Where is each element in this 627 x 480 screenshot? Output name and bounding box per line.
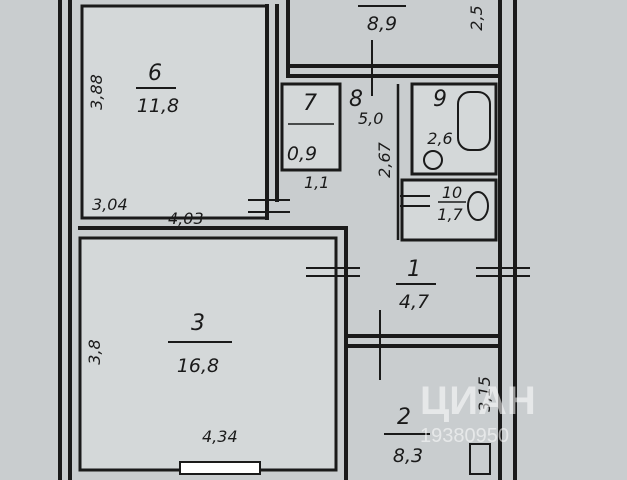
room-2-number: 2 (397, 405, 411, 430)
watermark-brand: ЦИАН (420, 379, 536, 423)
room-2 (344, 334, 498, 475)
window-icon (179, 461, 261, 475)
dimension-labels: 3,88 3,04 4,03 3,8 4,34 3,15 5,0 2,67 1,… (85, 5, 494, 446)
dim-403: 4,03 (168, 209, 204, 228)
room-8-number: 8 (349, 87, 363, 112)
room-1-number: 1 (407, 257, 421, 282)
dim-315: 3,15 (475, 376, 494, 412)
room-10-wc (400, 178, 498, 242)
room-1-area: 4,7 (399, 291, 429, 313)
dim-388: 3,88 (87, 74, 106, 110)
dim-38: 3,8 (85, 339, 104, 364)
room-7-number: 7 (303, 91, 317, 116)
dim-434: 4,34 (202, 427, 238, 446)
room-6-number: 6 (148, 61, 162, 86)
room-8-corridor (338, 84, 400, 240)
stove-icon (469, 443, 491, 475)
dim-50: 5,0 (358, 109, 383, 128)
room-6-area: 11,8 (137, 95, 179, 117)
room-top (286, 0, 502, 78)
dim-304: 3,04 (92, 195, 128, 214)
room-10-number: 10 (442, 183, 462, 202)
sink-icon (423, 150, 443, 170)
room-3-number: 3 (191, 311, 205, 336)
toilet-icon (467, 191, 489, 221)
room-top-area: 8,9 (367, 13, 397, 35)
room-labels: 6 11,8 3 16,8 1 4,7 2 8,3 7 0,9 8 9 2,6 … (136, 5, 466, 467)
dim-25: 2,5 (467, 5, 486, 30)
room-3 (78, 226, 348, 480)
watermark: ЦИАН 19380950 (420, 379, 536, 447)
room-9-area: 2,6 (427, 129, 452, 148)
room-2-area: 8,3 (393, 445, 423, 467)
room-9-number: 9 (433, 87, 447, 112)
room-7 (280, 82, 342, 172)
door-markers (248, 40, 530, 380)
watermark-number: 19380950 (420, 425, 509, 447)
room-6 (80, 4, 279, 220)
room-9-bath (410, 82, 498, 176)
room-7-area: 0,9 (287, 143, 317, 165)
dim-11: 1,1 (304, 173, 329, 192)
bathtub-icon (457, 91, 491, 151)
room-10-area: 1,7 (437, 205, 463, 224)
outer-walls (58, 0, 517, 480)
dim-267: 2,67 (375, 141, 394, 177)
room-3-area: 16,8 (177, 355, 219, 377)
